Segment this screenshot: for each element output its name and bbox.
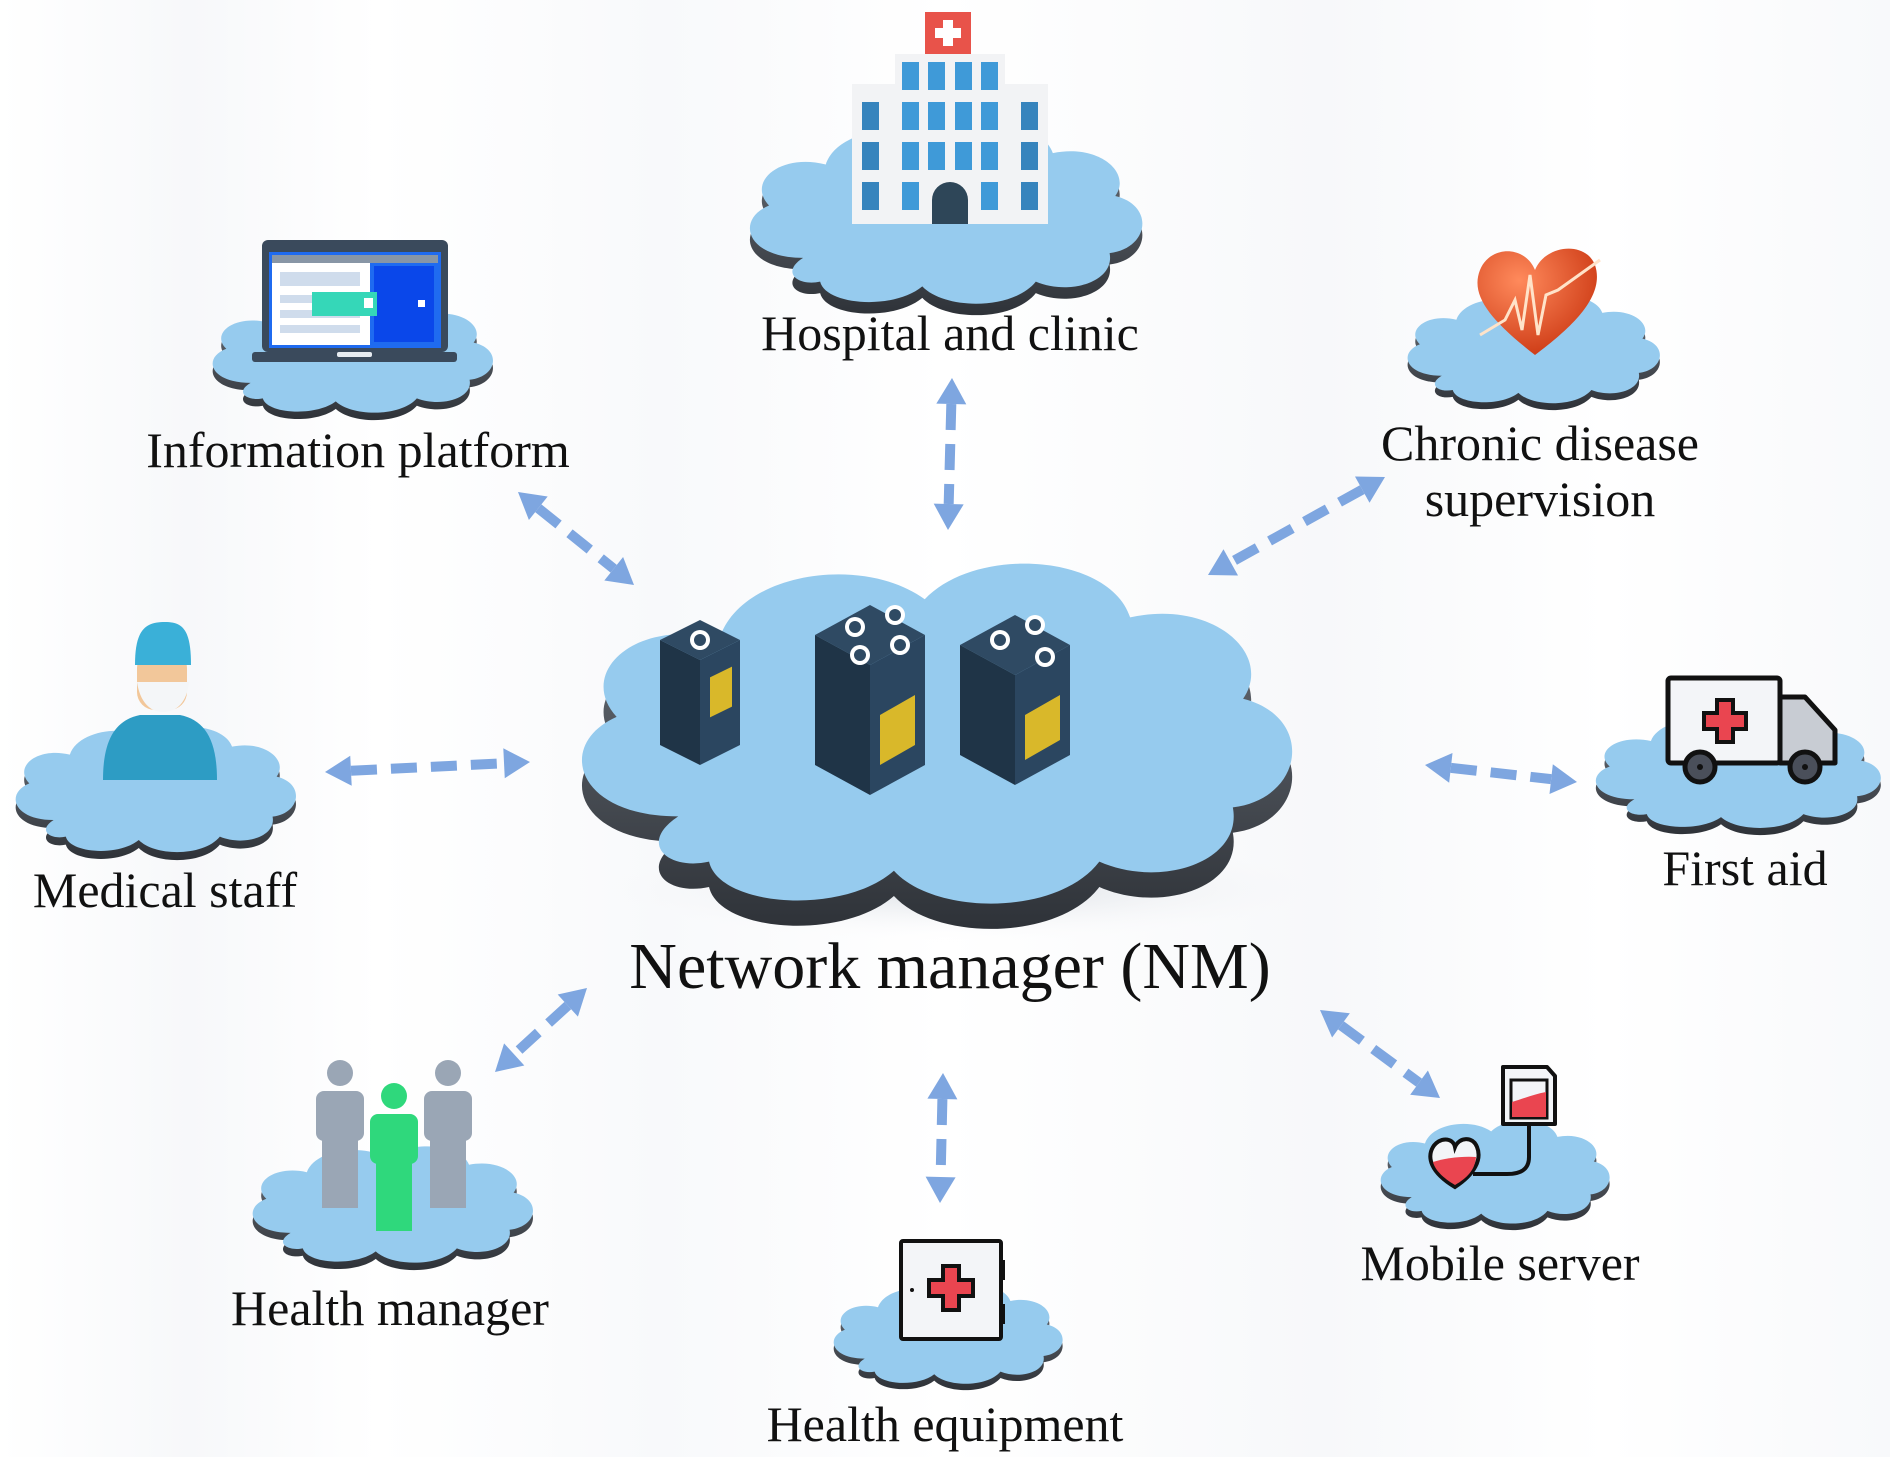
arrow-shaft	[1228, 485, 1365, 567]
heart-ecg-icon	[1477, 248, 1601, 355]
arrow-shaft	[1338, 1021, 1422, 1087]
arrow-head	[325, 755, 352, 786]
arrow-head	[1425, 752, 1453, 783]
medical-staff-label: Medical staff	[32, 862, 298, 918]
arrow-head	[1354, 476, 1385, 503]
arrow-head	[1410, 1070, 1440, 1098]
arrow-head	[503, 748, 530, 779]
arrow-head	[927, 1073, 958, 1100]
arrow-healthmgr	[495, 988, 587, 1072]
arrow-head	[1549, 764, 1577, 795]
chronic-disease-label-line-1: Chronic disease	[1381, 415, 1699, 471]
arrow-head	[1320, 1010, 1350, 1038]
arrow-hospital	[933, 378, 967, 530]
laptop-dashboard-icon	[252, 240, 457, 362]
chronic-disease-label-line-2: supervision	[1424, 471, 1656, 527]
arrow-chronic	[1208, 476, 1385, 576]
first-aid-kit-icon	[899, 1239, 1005, 1341]
arrow-mobile	[1320, 1010, 1440, 1098]
first-aid-label: First aid	[1662, 840, 1828, 896]
chronic-disease-label: Chronic disease supervision	[1340, 415, 1740, 527]
network-manager-label: Network manager (NM)	[629, 930, 1271, 1003]
arrow-shaft	[350, 758, 505, 776]
server-rack-cluster-icon	[660, 605, 1070, 795]
mobile-server-label: Mobile server	[1360, 1235, 1640, 1291]
health-manager-label: Health manager	[231, 1280, 549, 1336]
arrow-head	[1208, 549, 1239, 576]
arrow-equipment	[925, 1073, 958, 1203]
arrow-shaft	[943, 403, 957, 505]
cloud-platform-icon	[575, 563, 1357, 944]
arrow-head	[557, 988, 587, 1017]
iv-blood-bag-icon	[1428, 1065, 1557, 1190]
health-equipment-label: Health equipment	[766, 1396, 1124, 1452]
arrow-info	[518, 492, 634, 585]
arrow-shaft	[535, 504, 617, 573]
hospital-label: Hospital and clinic	[761, 305, 1139, 361]
arrow-head	[495, 1043, 525, 1072]
arrow-head	[933, 503, 964, 530]
hospital-building-icon	[852, 12, 1048, 224]
arrow-shaft	[935, 1098, 948, 1178]
network-manager-node[interactable]	[555, 545, 1357, 944]
arrow-head	[925, 1176, 956, 1203]
arrow-shaft	[510, 1001, 572, 1059]
arrow-head	[604, 557, 634, 585]
arrow-staff	[325, 748, 530, 786]
arrow-firstaid	[1425, 752, 1577, 795]
people-group-icon	[316, 1060, 472, 1231]
information-platform-label: Information platform	[146, 422, 570, 478]
surgeon-avatar-icon	[103, 622, 217, 780]
ambulance-icon	[1665, 675, 1838, 785]
arrow-head	[936, 378, 967, 405]
arrow-head	[518, 492, 548, 520]
arrow-shaft	[1450, 762, 1552, 785]
